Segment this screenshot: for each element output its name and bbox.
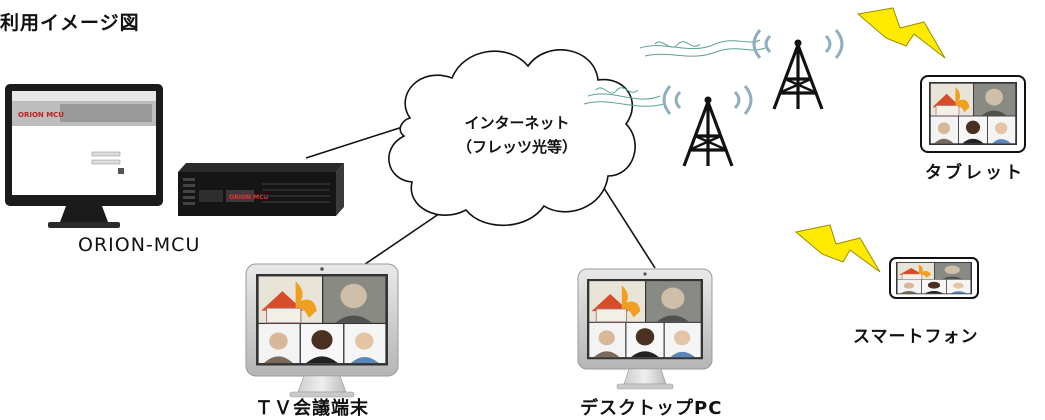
cloud-label-line2: （フレッツ光等） [457,138,577,156]
antenna-tower-icon [772,37,824,111]
connection-lines [305,122,656,274]
wireless-signal-icons [662,29,844,115]
tablet-icon [920,75,1026,153]
lightning-icon [794,224,881,273]
mcu-pc-icon: ORION MCU [5,84,163,228]
mcu-screen-logo: ORION MCU [18,111,64,119]
smartphone-icon [889,257,979,299]
internet-cloud [388,49,636,227]
antenna-tower-icon [682,94,734,168]
smartphone-label: スマートフォン [853,327,979,347]
server-logo: ORION MCU [229,194,269,201]
lightning-icon [856,7,946,59]
desktop-pc-icon [577,268,713,390]
tablet-label: タブレット [925,163,1025,183]
radio-wave-lines [583,39,766,107]
mcu-label: ORION-MCU [78,234,201,256]
tv-conference-label: ＴＶ会議端末 [255,398,369,419]
tv-conference-icon [245,263,399,398]
mcu-server-icon: ORION MCU [178,163,344,216]
page-title: 利用イメージ図 [0,12,140,34]
desktop-pc-label: デスクトップPC [580,398,723,419]
cloud-label-line1: インターネット [464,114,569,132]
